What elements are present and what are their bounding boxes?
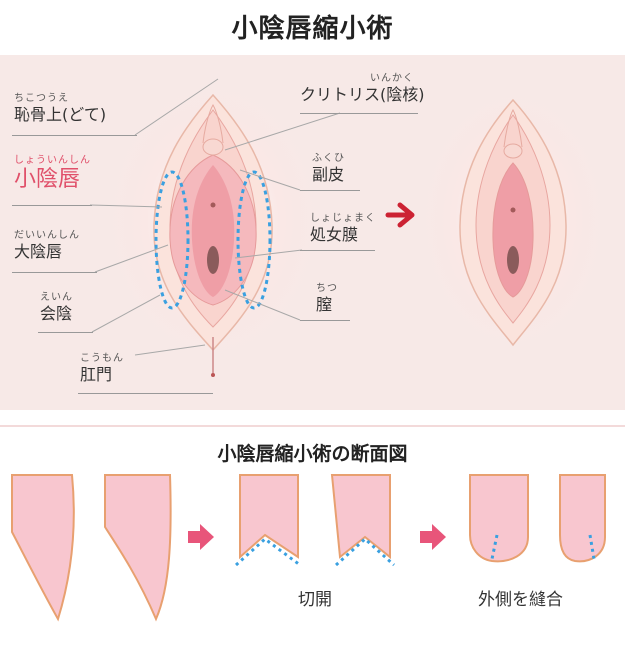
flap-cut-left (239, 474, 299, 560)
flap-original-left (11, 474, 75, 622)
cross-section-title: 小陰唇縮小術の断面図 (217, 443, 408, 465)
label-chitsu-ruby: ちつ (316, 283, 338, 294)
after-anatomy (459, 98, 567, 347)
anatomy-illustration (89, 70, 613, 377)
label-fukuhi-text: 副皮 (312, 165, 345, 184)
label-komon-ruby: こうもん (80, 353, 124, 364)
flap-cut-right (330, 474, 391, 560)
label-chitsu: ちつ 膣 (316, 283, 338, 315)
suture-caption: 外側を縫合 (478, 590, 563, 610)
label-fukuhi: ふくひ 副皮 (312, 153, 345, 185)
before-after-arrow (385, 202, 415, 228)
step-arrow-2 (420, 524, 446, 550)
anatomy-panel: ちこつうえ 恥骨上(どて) しょういんしん 小陰唇 だいいんしん 大陰唇 えいん… (0, 55, 625, 410)
label-shoinshin-ruby: しょういんしん (14, 155, 91, 166)
left-cut-line (154, 170, 190, 310)
label-shojomaku: しょじょまく 処女膜 (310, 213, 376, 245)
label-clitoris: いんかく クリトリス(陰核) (300, 73, 425, 105)
label-ein: えいん 会陰 (40, 292, 73, 324)
right-cut-line (236, 170, 272, 310)
page-title: 小陰唇縮小術 (231, 14, 394, 44)
label-ein-text: 会陰 (40, 304, 73, 323)
label-shoinshin-text: 小陰唇 (14, 167, 81, 192)
label-chikotsu-text: 恥骨上(どて) (14, 105, 107, 124)
label-fukuhi-ruby: ふくひ (312, 153, 345, 164)
label-chikotsu: ちこつうえ 恥骨上(どて) (14, 93, 106, 125)
label-chitsu-text: 膣 (316, 295, 333, 314)
cross-section-panel: 小陰唇縮小術の断面図 切開 外側を縫合 (0, 425, 625, 657)
label-clitoris-ruby: いんかく (370, 73, 414, 84)
label-shojomaku-ruby: しょじょまく (310, 213, 376, 224)
cut-line-right (334, 536, 396, 567)
label-komon: こうもん 肛門 (80, 353, 124, 385)
clitoris-shape (202, 138, 224, 156)
label-daiinshin-text: 大陰唇 (14, 242, 63, 261)
vaginal-opening (207, 246, 219, 274)
before-anatomy (153, 93, 273, 377)
cross-section-illustration (11, 474, 606, 622)
label-ein-ruby: えいん (40, 292, 73, 303)
label-daiinshin-ruby: だいいんしん (14, 230, 80, 241)
label-chikotsu-ruby: ちこつうえ (14, 93, 69, 104)
step-arrow-1 (188, 524, 214, 550)
label-shojomaku-text: 処女膜 (310, 225, 359, 244)
flap-sutured-left (469, 474, 529, 563)
label-daiinshin: だいいんしん 大陰唇 (14, 230, 80, 262)
label-clitoris-text: クリトリス(陰核) (300, 85, 425, 104)
flap-sutured-right (559, 474, 606, 563)
label-komon-text: 肛門 (80, 365, 113, 384)
flap-original-right (104, 474, 172, 622)
cut-caption: 切開 (298, 590, 332, 610)
label-shoinshin: しょういんしん 小陰唇 (14, 155, 91, 193)
